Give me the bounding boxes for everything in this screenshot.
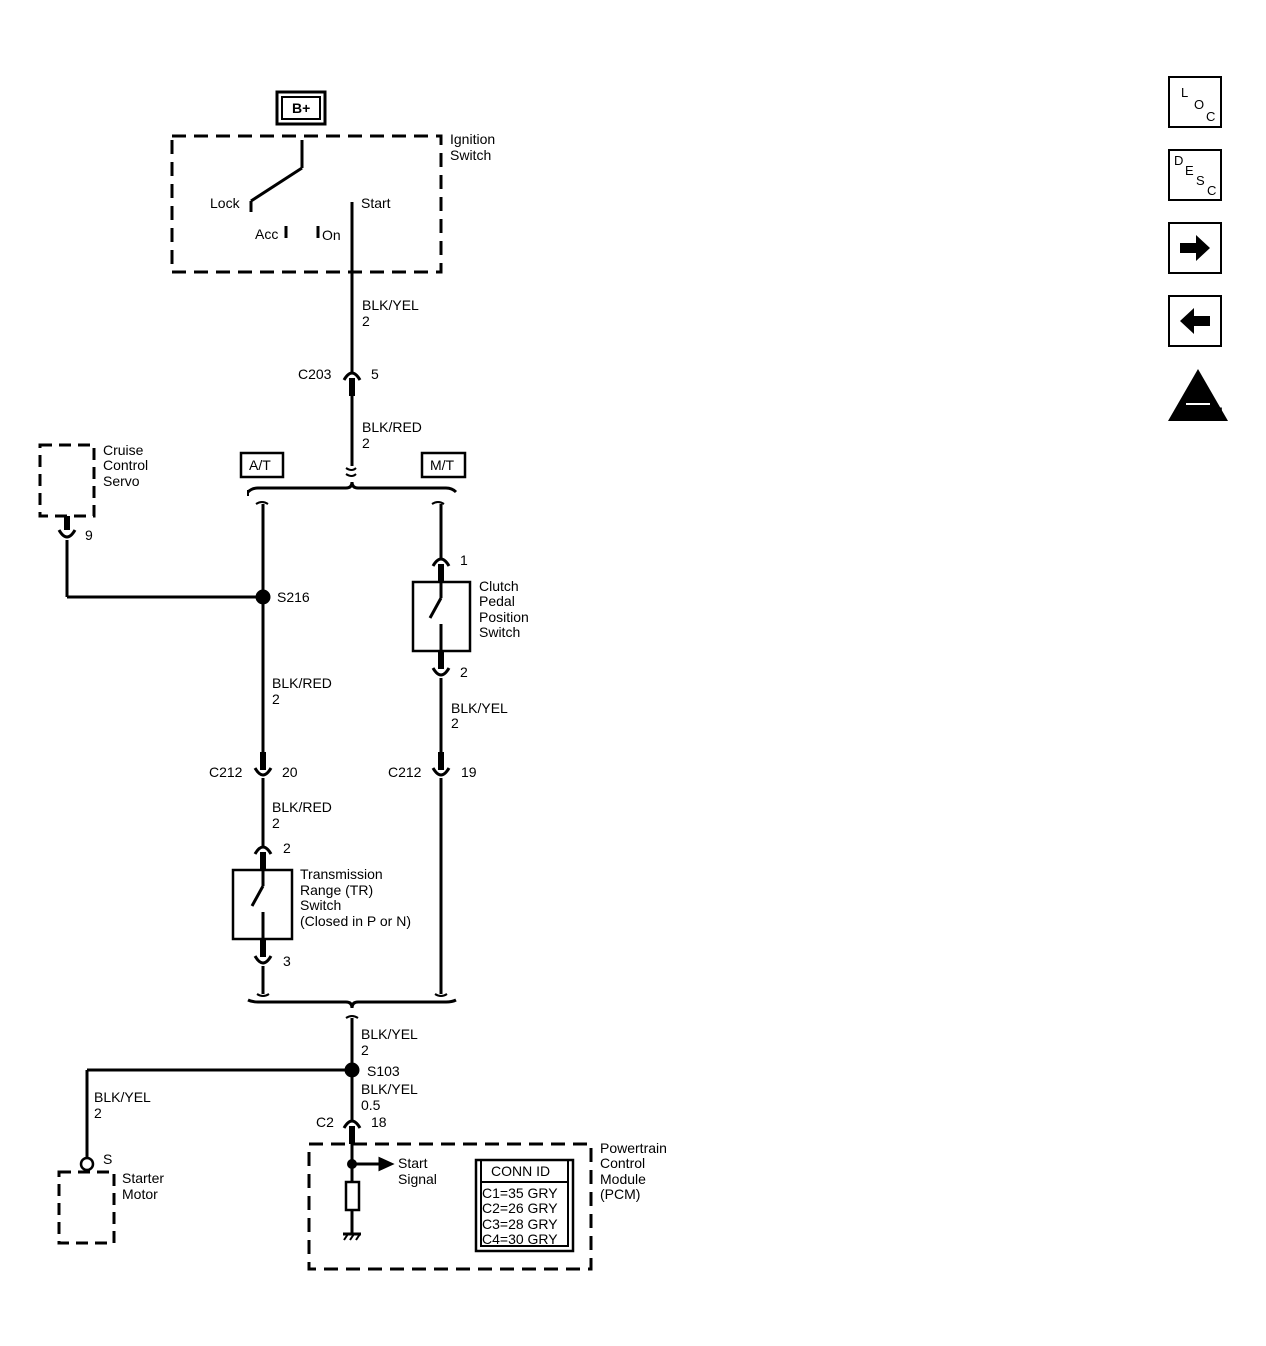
option-mt-label: M/T [430,457,455,473]
wire4-color: BLK/RED [272,799,332,815]
wire8-color: BLK/YEL [94,1089,151,1105]
option-mt-box [420,451,467,479]
c212-mt-id: C212 [388,764,422,780]
cruise-label-3: Servo [103,473,140,489]
c212-at-pin: 20 [282,764,298,780]
starter-terminal-label: S [103,1151,112,1167]
tr-label-2: Range (TR) [300,882,373,898]
clutch-label-3: Position [479,609,529,625]
ignition-acc-label: Acc [255,226,278,242]
tr-label-1: Transmission [300,866,383,882]
splice-s216-label: S216 [277,589,310,605]
loc-icon-c: C [1206,109,1216,124]
desc-icon-c: C [1207,183,1217,198]
c212-at-id: C212 [209,764,243,780]
obd-mark: II [1191,386,1199,402]
c203-pin: 5 [371,366,379,382]
battery-label: B+ [292,100,310,116]
cruise-servo-box [38,443,96,518]
wire5-size: 2 [451,715,459,731]
clutch-label-2: Pedal [479,593,515,609]
desc-icon-s: S [1196,173,1205,188]
wire3-size: 2 [272,691,280,707]
cruise-label-2: Control [103,457,148,473]
wire4-size: 2 [272,815,280,831]
clutch-pin2: 2 [460,664,468,680]
option-at-box [239,451,285,479]
tr-label-3: Switch [300,897,341,913]
splice-s103-label: S103 [367,1063,400,1079]
back-button[interactable] [1168,295,1222,347]
wire8-size: 2 [94,1105,102,1121]
splice-s216 [255,589,271,605]
clutch-label-4: Switch [479,624,520,640]
starter-motor-box [57,1170,116,1245]
option-at-label: A/T [249,457,271,473]
desc-icon-e: E [1185,163,1194,178]
battery-box [275,90,327,126]
conn-id-row-3: C3=28 GRY [482,1216,558,1232]
wire2-color: BLK/RED [362,419,422,435]
ignition-start-label: Start [361,195,391,211]
ignition-switch-box [170,134,443,274]
ignition-switch-name-1: Ignition [450,131,495,147]
conn-id-row-4: C4=30 GRY [482,1231,558,1247]
loc-icon-l: L [1181,85,1189,100]
forward-button[interactable] [1168,222,1222,274]
starter-terminal [79,1156,95,1172]
arrow-left-icon [1180,308,1210,334]
starter-label-1: Starter [122,1170,164,1186]
wire1-size: 2 [362,313,370,329]
c203-id: C203 [298,366,332,382]
c2-id: C2 [316,1114,334,1130]
pcm-box [307,1142,593,1271]
tr-label-4: (Closed in P or N) [300,913,411,929]
start-signal-label-1: Start [398,1155,428,1171]
loc-button[interactable]: L O C [1168,76,1222,128]
conn-id-title: CONN ID [491,1163,550,1179]
cruise-pin: 9 [85,527,93,543]
pcm-resistor [344,1180,361,1212]
pcm-label-4: (PCM) [600,1186,640,1202]
desc-icon-d: D [1174,153,1184,168]
tr-pin2: 2 [283,840,291,856]
desc-button[interactable]: D E S C [1168,149,1222,201]
pcm-label-1: Powertrain [600,1140,667,1156]
clutch-label-1: Clutch [479,578,519,594]
pcm-label-3: Module [600,1171,646,1187]
ignition-lock-label: Lock [210,195,241,211]
tr-pin3: 3 [283,953,291,969]
wire6-color: BLK/YEL [361,1026,418,1042]
wire3-color: BLK/RED [272,675,332,691]
wire6-size: 2 [361,1042,369,1058]
pcm-label-2: Control [600,1155,645,1171]
starter-label-2: Motor [122,1186,158,1202]
connector-c203 [342,371,362,381]
wire5-color: BLK/YEL [451,700,508,716]
cruise-label-1: Cruise [103,442,144,458]
loc-icon-o: O [1194,97,1205,112]
c212-mt-pin: 19 [461,764,477,780]
arrow-right-icon [1180,235,1210,261]
obd-ii-button[interactable]: II OBD II [1166,367,1230,423]
wire7-size: 0.5 [361,1097,381,1113]
obd-label: OBD II [1180,404,1223,420]
obd-ii-icon: II OBD II [1168,369,1228,421]
ignition-on-label: On [322,227,341,243]
conn-id-row-1: C1=35 GRY [482,1185,558,1201]
wire1-color: BLK/YEL [362,297,419,313]
wire2-size: 2 [362,435,370,451]
c2-pin: 18 [371,1114,387,1130]
start-signal-label-2: Signal [398,1171,437,1187]
ignition-switch-name-2: Switch [450,147,491,163]
clutch-pin1: 1 [460,552,468,568]
wire7-color: BLK/YEL [361,1081,418,1097]
conn-id-row-2: C2=26 GRY [482,1200,558,1216]
